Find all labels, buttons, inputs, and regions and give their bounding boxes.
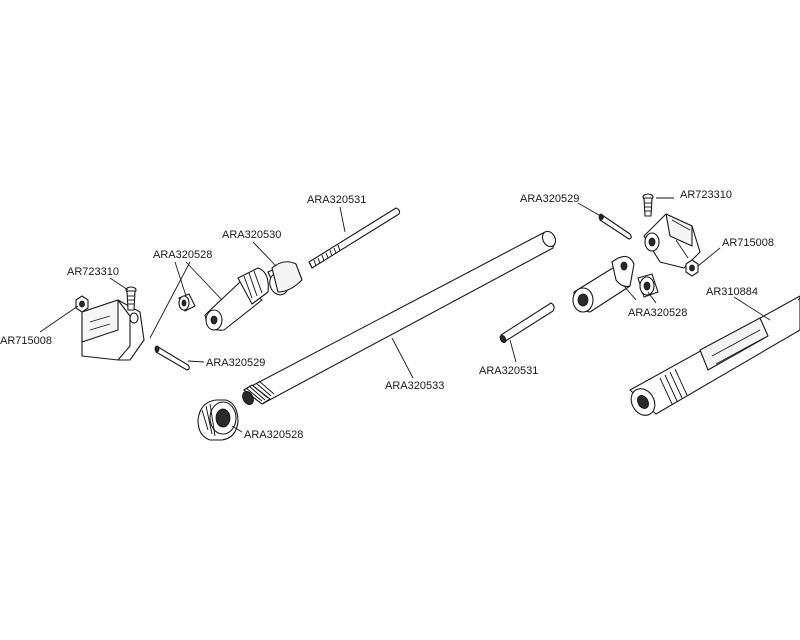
- callout-ar310884: AR310884: [706, 286, 758, 298]
- left-threaded-rod: [308, 207, 401, 269]
- callout-ar723310-right: AR723310: [680, 189, 732, 201]
- callout-ara320529-right: ARA320529: [520, 193, 579, 205]
- callout-ara320531-center: ARA320531: [479, 365, 538, 377]
- right-bracket: [643, 213, 701, 269]
- callout-ara320528-right: ARA320528: [628, 307, 687, 319]
- right-bearing: [637, 273, 659, 298]
- right-nut: [685, 259, 699, 277]
- callout-ara320530: ARA320530: [222, 229, 281, 241]
- left-screw: [125, 286, 137, 311]
- main-drive-shaft: [242, 230, 557, 406]
- callout-ara320531-left: ARA320531: [307, 194, 366, 206]
- callout-ara320528-left-top: ARA320528: [153, 249, 212, 261]
- left-splined-cup: [204, 267, 269, 331]
- callout-ara320528-bottom: ARA320528: [244, 429, 303, 441]
- left-cup-nut: [197, 399, 239, 441]
- callout-ara320533: ARA320533: [385, 380, 444, 392]
- callout-ar715008-left: AR715008: [0, 335, 52, 347]
- callout-ara320529-left: ARA320529: [206, 357, 265, 369]
- leader-lines: [39, 197, 771, 433]
- right-screw: [642, 193, 654, 217]
- callout-ar715008-right: AR715008: [722, 237, 774, 249]
- center-short-shaft: [499, 302, 555, 344]
- main-tube: [629, 295, 800, 416]
- left-pin: [154, 345, 190, 371]
- left-small-bearing: [178, 293, 196, 312]
- left-nut: [75, 295, 89, 313]
- callout-labels: ARA320531 ARA320530 ARA320528 AR723310 A…: [0, 189, 774, 441]
- left-bracket-housing: [81, 299, 145, 361]
- left-bushing: [267, 261, 303, 296]
- callout-ar723310-left: AR723310: [67, 266, 119, 278]
- right-drive-yoke: [572, 255, 635, 313]
